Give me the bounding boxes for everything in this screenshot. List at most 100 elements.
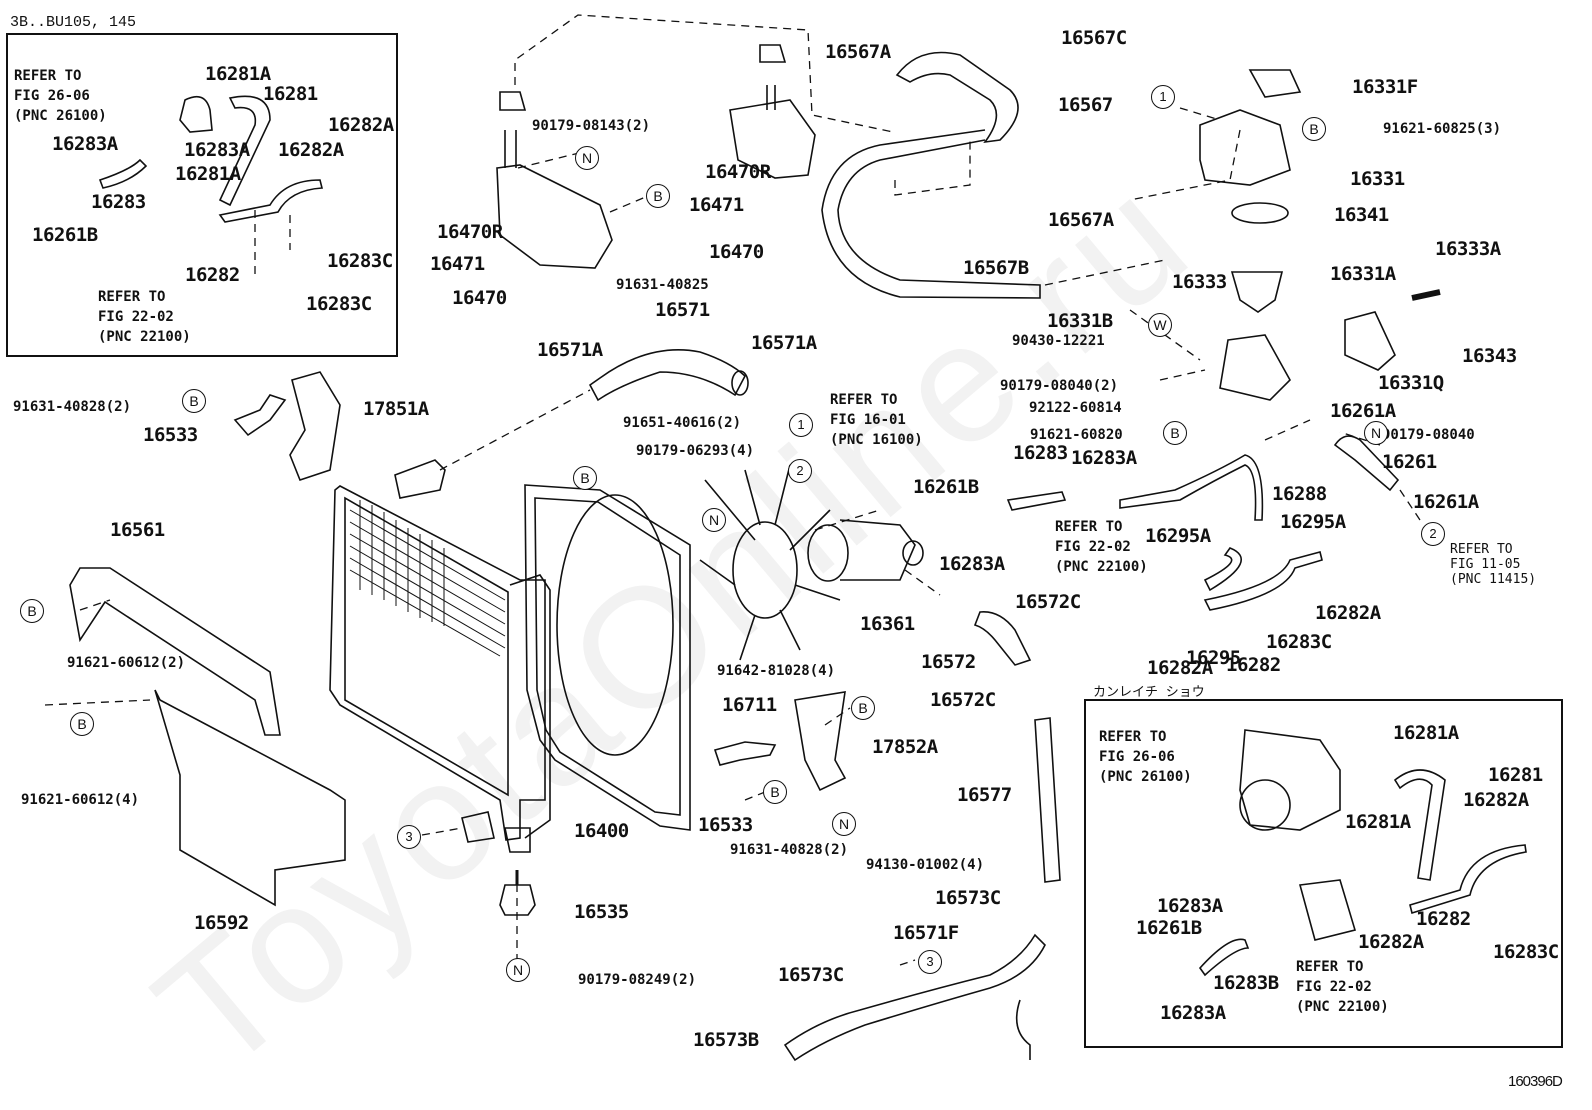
part-label[interactable]: 16470R — [705, 161, 771, 183]
part-label[interactable]: 16567C — [1061, 27, 1127, 49]
part-label[interactable]: 16282A — [1315, 602, 1381, 624]
part-label[interactable]: 16573C — [935, 887, 1001, 909]
part-label[interactable]: 91621-60612(2) — [67, 655, 186, 671]
part-label[interactable]: 16288 — [1272, 483, 1327, 505]
part-label[interactable]: 16261B — [1136, 917, 1202, 939]
part-label[interactable]: 16331 — [1350, 168, 1405, 190]
part-label[interactable]: 16572C — [1015, 591, 1081, 613]
part-label[interactable]: 16533 — [698, 814, 753, 836]
part-label[interactable]: 16470 — [709, 241, 764, 263]
part-label[interactable]: 16281 — [1488, 764, 1543, 786]
part-label[interactable]: 91631-40828(2) — [13, 399, 132, 415]
part-label[interactable]: 16471 — [689, 194, 744, 216]
part-label[interactable]: 16281A — [1345, 811, 1411, 833]
hose-16261 — [1333, 435, 1400, 492]
part-label[interactable]: 16281A — [1393, 722, 1459, 744]
part-label[interactable]: 16295A — [1280, 511, 1346, 533]
part-label[interactable]: 16283A — [1071, 447, 1137, 469]
part-label[interactable]: 91631-40828(2) — [730, 842, 849, 858]
part-label[interactable]: 16261A — [1413, 491, 1479, 513]
part-label[interactable]: 16282A — [1358, 931, 1424, 953]
part-label[interactable]: 16283C — [327, 250, 393, 272]
part-label[interactable]: 16470 — [452, 287, 507, 309]
part-label[interactable]: 16281A — [205, 63, 271, 85]
part-label[interactable]: 16361 — [860, 613, 915, 635]
part-label[interactable]: 16567 — [1058, 94, 1113, 116]
part-label[interactable]: 91631-40825 — [616, 277, 709, 293]
part-label[interactable]: 16567A — [1048, 209, 1114, 231]
part-label[interactable]: 16283A — [1160, 1002, 1226, 1024]
part-label[interactable]: 16471 — [430, 253, 485, 275]
part-label[interactable]: 16571 — [655, 299, 710, 321]
part-label[interactable]: 16282A — [278, 139, 344, 161]
part-label[interactable]: 16343 — [1462, 345, 1517, 367]
part-label[interactable]: 16571F — [893, 922, 959, 944]
part-label[interactable]: 16282A — [1147, 657, 1213, 679]
part-label[interactable]: 16281 — [263, 83, 318, 105]
part-label[interactable]: 16282 — [1226, 654, 1281, 676]
part-label[interactable]: 16283C — [306, 293, 372, 315]
inset-hose-16283-tl — [98, 158, 148, 189]
part-label[interactable]: 16577 — [957, 784, 1012, 806]
part-label[interactable]: 91651-40616(2) — [623, 415, 742, 431]
part-label[interactable]: 16341 — [1334, 204, 1389, 226]
part-label[interactable]: 16283A — [52, 133, 118, 155]
part-label[interactable]: 16331F — [1352, 76, 1418, 98]
part-label[interactable]: 16282A — [328, 114, 394, 136]
part-label[interactable]: 16567A — [825, 41, 891, 63]
part-label[interactable]: 16283 — [1013, 442, 1068, 464]
part-label[interactable]: 16282 — [1416, 908, 1471, 930]
part-label[interactable]: 90179-08143(2) — [532, 118, 651, 134]
part-label[interactable]: 16533 — [143, 424, 198, 446]
part-label[interactable]: 16283B — [1213, 972, 1279, 994]
part-label[interactable]: 91642-81028(4) — [717, 663, 836, 679]
part-label[interactable]: 16571A — [751, 332, 817, 354]
part-label[interactable]: 16573B — [693, 1029, 759, 1051]
part-label[interactable]: 94130-01002(4) — [866, 857, 985, 873]
part-label[interactable]: 16283C — [1266, 631, 1332, 653]
gasket-16341 — [1231, 202, 1289, 224]
part-label[interactable]: 16261 — [1382, 451, 1437, 473]
part-label[interactable]: 16283C — [1493, 941, 1559, 963]
part-label[interactable]: 16567B — [963, 257, 1029, 279]
part-label[interactable]: 16261A — [1330, 400, 1396, 422]
part-label[interactable]: 16470R — [437, 221, 503, 243]
part-label[interactable]: 16295 — [1186, 647, 1241, 669]
part-label[interactable]: 16295A — [1145, 525, 1211, 547]
part-label[interactable]: 91621-60825(3) — [1383, 121, 1502, 137]
part-label[interactable]: 16572C — [930, 689, 996, 711]
part-label[interactable]: 17852A — [872, 736, 938, 758]
part-label[interactable]: 16283A — [184, 139, 250, 161]
part-label[interactable]: 16535 — [574, 901, 629, 923]
part-label[interactable]: 16400 — [574, 820, 629, 842]
part-label[interactable]: 16592 — [194, 912, 249, 934]
part-label[interactable]: 91621-60820 — [1030, 427, 1123, 443]
plate-16592 — [154, 689, 346, 907]
part-label[interactable]: 17851A — [363, 398, 429, 420]
part-label[interactable]: 16282 — [185, 264, 240, 286]
part-label[interactable]: 16561 — [110, 519, 165, 541]
part-label[interactable]: 90179-08249(2) — [578, 972, 697, 988]
part-label[interactable]: 16282A — [1463, 789, 1529, 811]
part-label[interactable]: 16333A — [1435, 238, 1501, 260]
part-label[interactable]: 16283 — [91, 191, 146, 213]
part-label[interactable]: 91621-60612(4) — [21, 792, 140, 808]
part-label[interactable]: 92122-60814 — [1029, 400, 1122, 416]
part-label[interactable]: 16573C — [778, 964, 844, 986]
part-label[interactable]: 16711 — [722, 694, 777, 716]
part-label[interactable]: 16333 — [1172, 271, 1227, 293]
part-label[interactable]: 90179-08040 — [1382, 427, 1475, 443]
part-label[interactable]: 90179-06293(4) — [636, 443, 755, 459]
part-label[interactable]: 16261B — [32, 224, 98, 246]
part-label[interactable]: 16331B — [1047, 310, 1113, 332]
part-label[interactable]: 16331A — [1330, 263, 1396, 285]
part-label[interactable]: 16283A — [939, 553, 1005, 575]
part-label[interactable]: 16261B — [913, 476, 979, 498]
part-label[interactable]: 16331Q — [1378, 372, 1444, 394]
part-label[interactable]: 16572 — [921, 651, 976, 673]
part-label[interactable]: 16281A — [175, 163, 241, 185]
part-label[interactable]: 90179-08040(2) — [1000, 378, 1119, 394]
part-label[interactable]: 16571A — [537, 339, 603, 361]
part-label[interactable]: 90430-12221 — [1012, 333, 1105, 349]
part-label[interactable]: 16283A — [1157, 895, 1223, 917]
